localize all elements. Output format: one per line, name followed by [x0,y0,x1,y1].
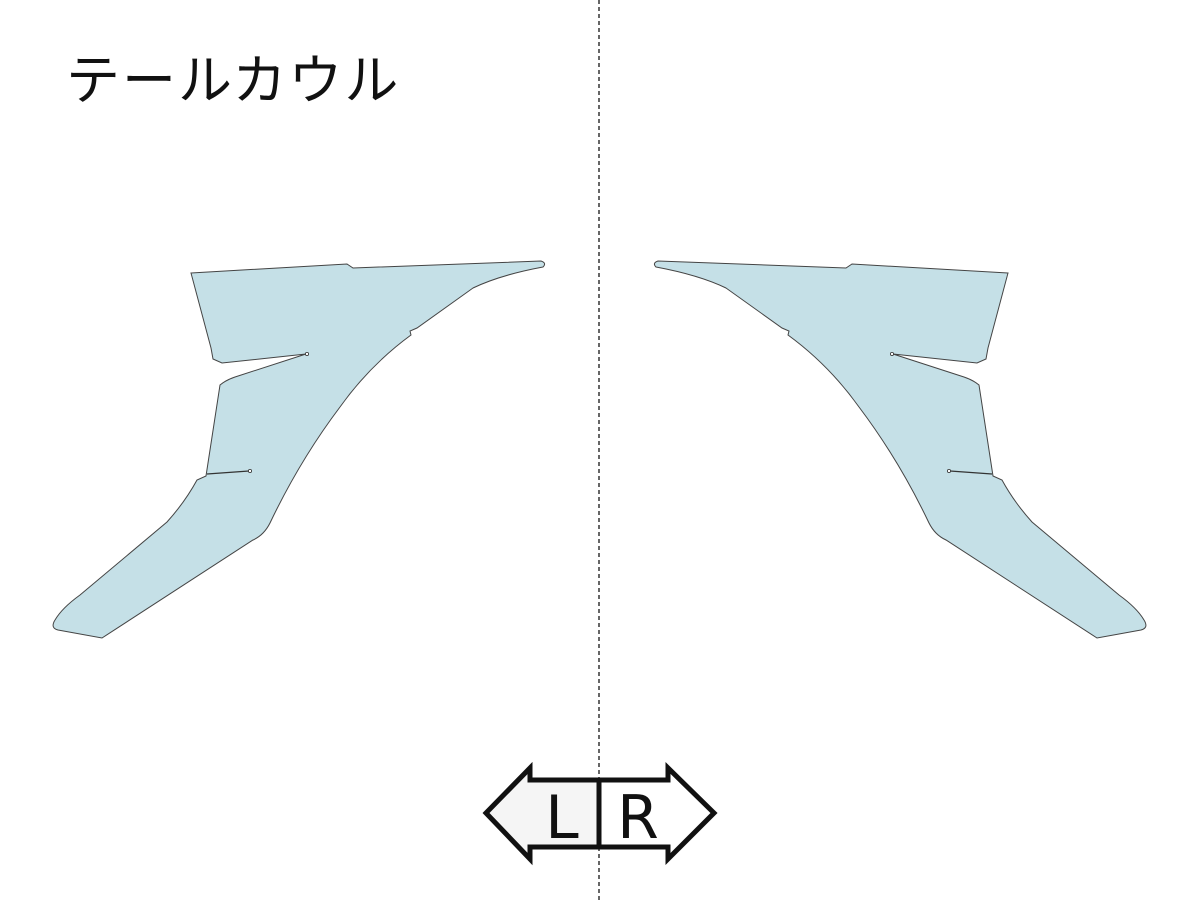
page-title: テールカウル [66,49,401,112]
right-label: R [617,783,659,853]
left-right-arrow: L R [482,761,718,866]
left-label: L [545,783,579,853]
right-tail-cowl-part [653,260,1147,639]
slit-lower [206,470,250,475]
left-tail-cowl-part [52,260,546,639]
